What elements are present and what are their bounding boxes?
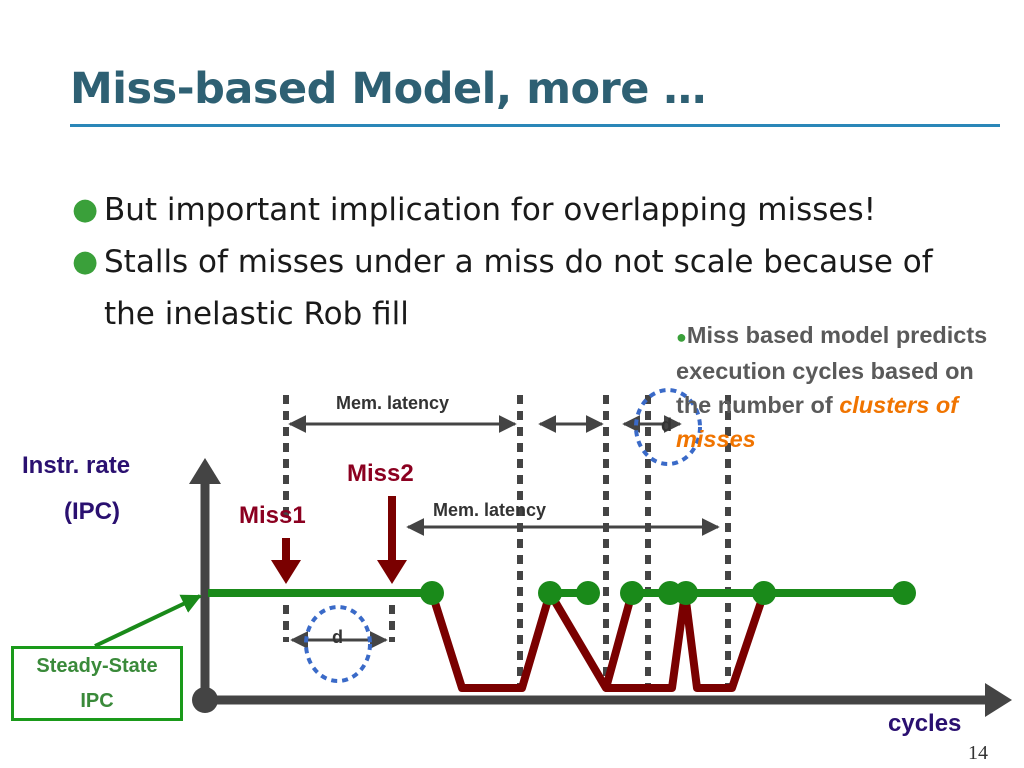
timing-guides xyxy=(283,395,731,690)
side-note-highlight: clusters of misses xyxy=(676,392,959,452)
side-note-bullet-icon: ● xyxy=(676,327,687,347)
d-circle-bottom xyxy=(304,605,372,683)
d-circle-top xyxy=(634,388,702,466)
steady-state-pointer xyxy=(94,594,202,648)
mem-latency-label-2: Mem. latency xyxy=(433,500,547,520)
miss2-arrowhead-icon xyxy=(377,560,407,584)
mem-latency-label-1: Mem. latency xyxy=(336,393,450,413)
bullet-list: ● But important implication for overlapp… xyxy=(72,184,972,340)
y-axis-arrowhead-icon xyxy=(189,458,221,484)
miss2-label: Miss2 xyxy=(347,460,414,487)
bullet-item: ● But important implication for overlapp… xyxy=(72,184,972,236)
ipc-points xyxy=(420,581,916,605)
d-label-top: d xyxy=(661,415,672,435)
bullet-dot-icon: ● xyxy=(72,192,99,227)
bullet-text: Stalls of misses under a miss do not sca… xyxy=(104,244,933,332)
steady-state-box: Steady-State IPC xyxy=(11,646,183,721)
side-note: ●Miss based model predicts execution cyc… xyxy=(676,318,996,456)
d-label-bottom: d xyxy=(332,627,343,647)
page-number: 14 xyxy=(968,742,988,764)
x-axis-arrowhead-icon xyxy=(985,683,1012,717)
ipc-point xyxy=(620,581,644,605)
bullet-dot-icon: ● xyxy=(72,244,99,279)
title-underline xyxy=(70,124,1000,127)
steady-state-label: Steady-State xyxy=(36,655,158,677)
ipc-point xyxy=(752,581,776,605)
axis-origin xyxy=(192,687,218,713)
ipc-point xyxy=(674,581,698,605)
stall-trajectory xyxy=(428,589,768,692)
miss1-label: Miss1 xyxy=(239,502,306,529)
side-note-text: Miss based model predicts execution cycl… xyxy=(676,322,988,418)
y-axis-label: Instr. rate xyxy=(22,452,131,479)
steady-state-unit: IPC xyxy=(80,690,114,712)
ipc-point xyxy=(576,581,600,605)
slide-title: Miss-based Model, more … xyxy=(70,64,706,114)
ipc-point xyxy=(538,581,562,605)
x-axis-label: cycles xyxy=(888,710,962,737)
ipc-point xyxy=(892,581,916,605)
ipc-point xyxy=(420,581,444,605)
bullet-item: ● Stalls of misses under a miss do not s… xyxy=(72,236,984,340)
miss1-arrowhead-icon xyxy=(271,560,301,584)
bullet-text: But important implication for overlappin… xyxy=(104,192,877,228)
y-axis-label-unit: (IPC) xyxy=(64,498,120,525)
